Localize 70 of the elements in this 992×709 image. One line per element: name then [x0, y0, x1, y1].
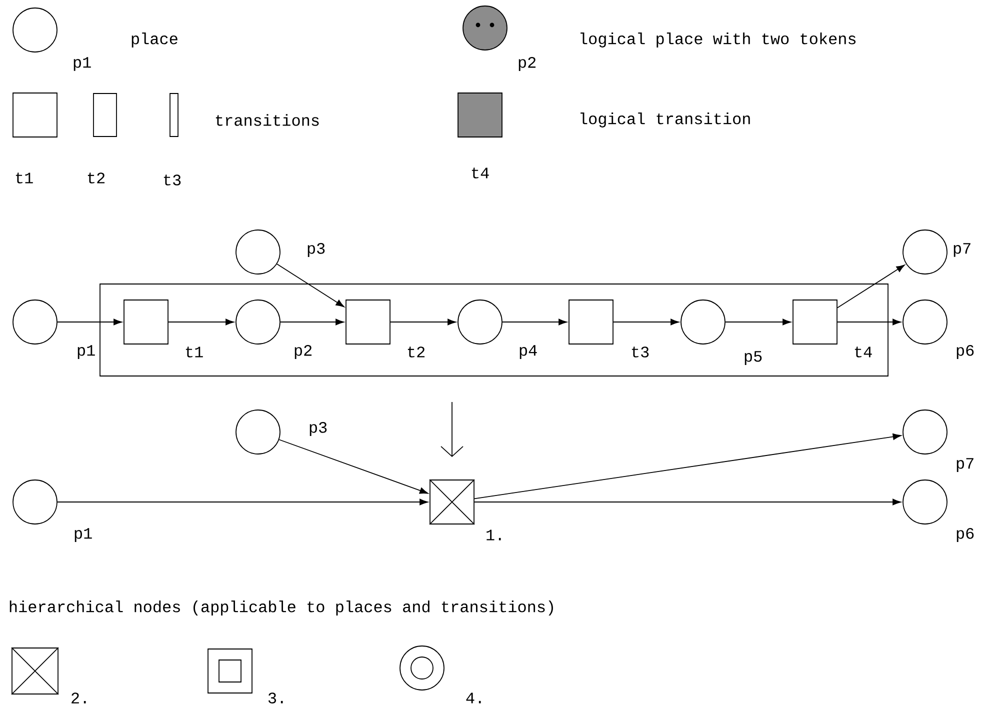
- logical-place: [462, 6, 508, 50]
- node-label: p7: [954, 243, 970, 257]
- node-label: p3: [310, 422, 327, 436]
- arrow: [390, 318, 456, 326]
- heading-text: hierarchical nodes (applicable to places and transitions): [10, 600, 553, 616]
- arrow: [276, 264, 344, 308]
- node-label: t2: [88, 172, 105, 184]
- node-label: p1: [74, 57, 91, 71]
- node-label: t1: [186, 346, 203, 358]
- hierarchical-node: [208, 648, 252, 694]
- transition-bar: [170, 93, 178, 137]
- node-label: 3.: [268, 692, 283, 704]
- place-circle: [12, 300, 58, 344]
- node-label: 2.: [72, 692, 86, 704]
- node-label: p4: [520, 345, 537, 359]
- arrow: [57, 318, 122, 326]
- node-label: p7: [956, 458, 974, 472]
- node-label: t4: [854, 346, 872, 358]
- node-label: t1: [16, 172, 33, 184]
- hierarchical-transition: [429, 479, 475, 525]
- place-circle: [458, 300, 502, 344]
- description-text: logical transition: [580, 112, 750, 128]
- place-circle: [902, 300, 948, 344]
- arrow: [502, 318, 568, 326]
- transition-bar: [93, 93, 117, 137]
- arrow: [168, 318, 234, 326]
- hierarchical-transition: [11, 647, 59, 695]
- place-circle: [236, 300, 280, 344]
- transition-box: [792, 300, 838, 344]
- place-circle: [12, 8, 58, 52]
- place-circle: [680, 300, 726, 344]
- description-text: transitions: [216, 114, 319, 126]
- node-label: t2: [408, 346, 425, 358]
- arrow: [57, 498, 428, 506]
- node-label: p2: [518, 57, 536, 72]
- transition-box: [346, 300, 390, 344]
- node-label: t4: [472, 168, 489, 178]
- place-circle: [902, 410, 948, 454]
- logical-transition: [458, 92, 502, 138]
- node-label: p5: [744, 351, 762, 365]
- node-label: t3: [164, 174, 181, 186]
- transition-box: [124, 300, 168, 344]
- arrow: [280, 318, 344, 326]
- node-label: p3: [308, 243, 325, 258]
- arrow: [613, 318, 680, 326]
- place-circle: [12, 480, 58, 524]
- place-circle: [902, 480, 948, 524]
- node-label: p6: [956, 528, 974, 542]
- node-label: p1: [74, 528, 92, 542]
- arrow: [837, 264, 905, 308]
- node-label: p2: [294, 345, 312, 360]
- arrow: [474, 434, 902, 500]
- subnet-frame: [100, 284, 888, 376]
- node-label: t3: [632, 346, 649, 358]
- arrow: [837, 318, 902, 326]
- node-label: p1: [78, 345, 95, 359]
- arrow: [278, 439, 428, 494]
- place-circle: [236, 410, 280, 454]
- place-circle: [902, 230, 948, 274]
- arrow: [725, 318, 792, 326]
- transition-box: [12, 92, 58, 138]
- node-label: 4.: [466, 692, 481, 704]
- place-circle: [236, 230, 280, 274]
- description-text: logical place with two tokens: [580, 32, 856, 48]
- arrow: [474, 498, 902, 506]
- node-label: p6: [956, 345, 974, 360]
- transition-box: [568, 300, 614, 344]
- hierarchical-node: [400, 646, 444, 690]
- node-label: 1.: [486, 530, 501, 540]
- description-text: place: [132, 32, 178, 48]
